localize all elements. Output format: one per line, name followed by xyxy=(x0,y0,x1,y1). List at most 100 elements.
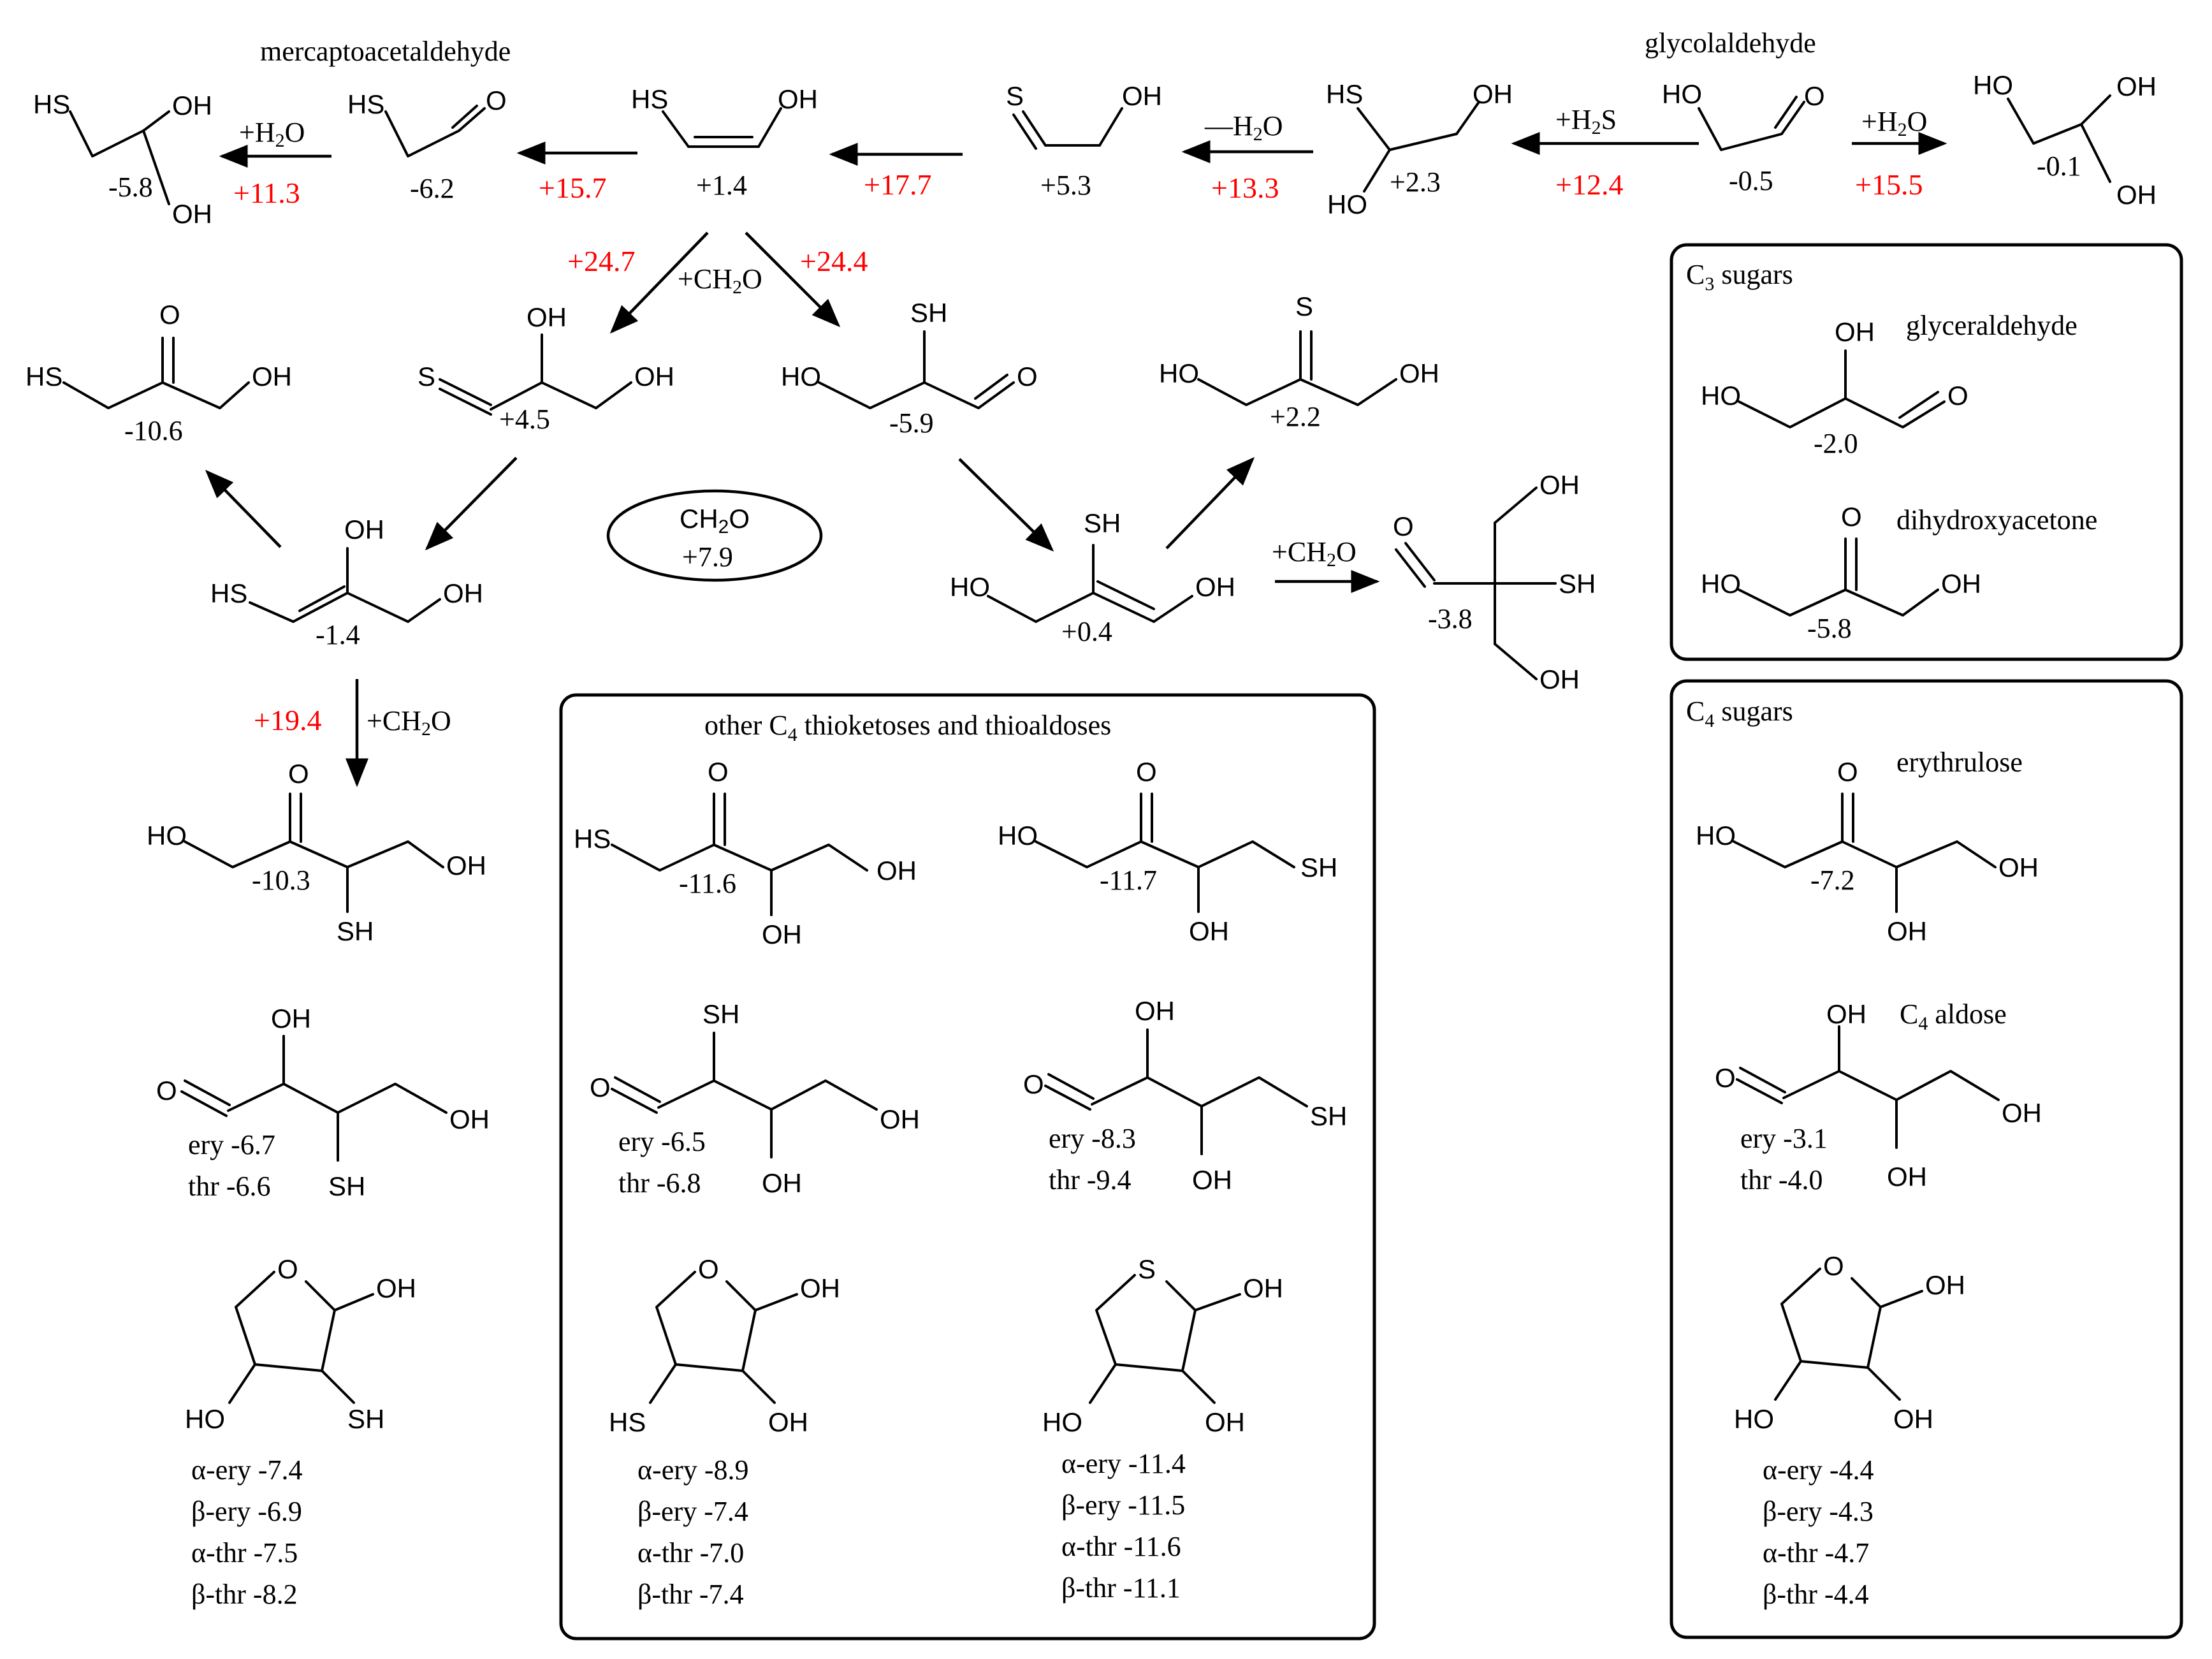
barrier-aldol-left: +24.7 xyxy=(567,245,635,277)
energy-thioaldehyde-c3: +4.5 xyxy=(499,404,550,435)
svg-text:OH: OH xyxy=(1539,664,1580,694)
anomer-c4-3: α-thr -4.7 xyxy=(1763,1537,1869,1568)
svg-text:OH: OH xyxy=(1826,999,1866,1029)
svg-text:HO: HO xyxy=(1701,381,1741,411)
svg-text:HS: HS xyxy=(609,1407,646,1437)
molecule-mid-aldose-2: O OH SH OH xyxy=(1023,996,1347,1195)
name-glyceraldehyde: glyceraldehyde xyxy=(1906,310,2077,341)
barrier-tautomer-thio: +17.7 xyxy=(864,168,931,201)
svg-text:OH: OH xyxy=(1243,1273,1283,1303)
svg-text:HO: HO xyxy=(950,572,990,602)
svg-text:SH: SH xyxy=(347,1404,384,1434)
barrier-aldol-right: +24.4 xyxy=(800,245,868,277)
molecule-dihydroxyacetone: HO O OH -5.8 xyxy=(1701,502,1981,644)
svg-text:OH: OH xyxy=(527,302,567,332)
molecule-c4-ring: O OH HO OH xyxy=(1734,1251,1965,1434)
molecule-glycol-hydrate: HO OH OH -0.1 xyxy=(1973,70,2157,210)
anomer-c4-4: β-thr -4.4 xyxy=(1763,1579,1869,1610)
stereo-mid-aldose-1-thr: thr -6.8 xyxy=(618,1167,701,1199)
svg-text:OH: OH xyxy=(800,1273,840,1303)
molecule-thioglycolaldehyde: S OH +5.3 xyxy=(1006,81,1162,201)
stereo-mid-aldose-2-ery: ery -8.3 xyxy=(1049,1123,1136,1154)
svg-text:OH: OH xyxy=(446,851,486,881)
svg-text:OH: OH xyxy=(252,362,292,391)
molecule-mercaptoacetaldehyde: HS O -6.2 xyxy=(347,85,507,204)
anomer-mid1-4: β-thr -7.4 xyxy=(637,1579,744,1610)
c4-sugars-title: C4 sugars xyxy=(1686,696,1793,731)
anomer-left-4: β-thr -8.2 xyxy=(191,1579,298,1610)
molecule-enol-c3: HS OH OH -1.4 xyxy=(210,515,483,650)
svg-text:SH: SH xyxy=(1310,1101,1347,1131)
svg-text:OH: OH xyxy=(1473,79,1513,109)
molecule-glycolaldehyde: HO O -0.5 xyxy=(1662,79,1825,196)
svg-text:HO: HO xyxy=(1734,1404,1774,1434)
svg-text:OH: OH xyxy=(1192,1165,1232,1195)
svg-text:O: O xyxy=(708,757,729,787)
stereo-mid-aldose-2-thr: thr -9.4 xyxy=(1049,1164,1131,1195)
anomer-mid1-1: α-ery -8.9 xyxy=(637,1454,749,1486)
energy-other-k2: -11.7 xyxy=(1100,865,1157,896)
svg-text:SH: SH xyxy=(1300,852,1337,882)
stereo-c4-aldose-ery: ery -3.1 xyxy=(1740,1123,1828,1154)
stereo-left-aldose-ery: ery -6.7 xyxy=(188,1129,275,1160)
svg-text:OH: OH xyxy=(172,199,212,229)
anomer-c4-2: β-ery -4.3 xyxy=(1763,1496,1874,1527)
anomer-mid1-2: β-ery -7.4 xyxy=(637,1496,748,1527)
arrow-aldol-left xyxy=(609,231,709,334)
svg-text:OH: OH xyxy=(778,84,818,114)
svg-text:OH: OH xyxy=(271,1004,311,1034)
reagent-plus-h2s: +H2S xyxy=(1555,104,1617,138)
svg-text:O: O xyxy=(1823,1251,1844,1281)
svg-text:HO: HO xyxy=(185,1404,225,1434)
energy-thio-glyceraldehyde: -5.9 xyxy=(889,407,934,439)
reagent-plus-ch2o-3: +CH2O xyxy=(367,705,451,740)
svg-text:OH: OH xyxy=(1539,470,1580,500)
anomer-mid2-2: β-ery -11.5 xyxy=(1061,1489,1185,1521)
reagent-plus-ch2o-2: +CH2O xyxy=(1272,536,1357,571)
svg-text:HO: HO xyxy=(1042,1407,1082,1437)
molecule-c4-aldose: O OH OH OH xyxy=(1715,999,2042,1192)
energy-enediol-c3: +0.4 xyxy=(1061,616,1112,647)
svg-text:O: O xyxy=(1136,757,1157,787)
svg-text:HS: HS xyxy=(1326,79,1363,109)
barrier-hydration-glycol: +15.5 xyxy=(1855,168,1923,201)
svg-text:O: O xyxy=(159,300,180,330)
molecule-glyceraldehyde: HO OH O -2.0 xyxy=(1701,317,1968,459)
arrow-aldol-right xyxy=(745,231,841,328)
energy-mercapto-hydrate: -5.8 xyxy=(108,172,153,203)
molecule-other-k1: HS O OH OH -11.6 xyxy=(574,757,917,949)
energy-glycolaldehyde: -0.5 xyxy=(1729,165,1773,196)
svg-text:OH: OH xyxy=(449,1104,490,1134)
name-erythrulose: erythrulose xyxy=(1896,747,2023,778)
svg-text:O: O xyxy=(288,759,309,789)
name-glycolaldehyde: glycolaldehyde xyxy=(1645,27,1816,59)
reagent-plus-ch2o-1: +CH2O xyxy=(678,263,762,298)
svg-text:O: O xyxy=(486,85,507,115)
svg-text:S: S xyxy=(1295,291,1313,321)
svg-text:S: S xyxy=(1006,81,1024,111)
svg-text:HO: HO xyxy=(1159,358,1199,388)
molecule-gem-thiol: HS HO OH +2.3 xyxy=(1326,79,1513,219)
svg-text:O: O xyxy=(1017,362,1038,391)
svg-text:HO: HO xyxy=(998,821,1038,851)
svg-text:OH: OH xyxy=(762,919,802,949)
energy-erythrulose: -7.2 xyxy=(1810,865,1855,896)
molecule-erythrulose: HO O OH OH -7.2 xyxy=(1696,757,2039,946)
svg-text:HS: HS xyxy=(347,89,384,119)
molecule-enediol-thiol: HS OH +1.4 xyxy=(631,84,818,201)
molecule-mid-aldose-1: O SH OH OH xyxy=(590,999,920,1198)
arrow-to-thioketose-a xyxy=(205,469,282,548)
svg-text:OH: OH xyxy=(1205,1407,1245,1437)
barrier-h2s-addition: +12.4 xyxy=(1555,168,1623,201)
anomer-left-1: α-ery -7.4 xyxy=(191,1454,303,1486)
molecule-thioketose-a: HS O OH -10.6 xyxy=(25,300,292,446)
svg-text:OH: OH xyxy=(1893,1404,1933,1434)
svg-text:HO: HO xyxy=(1973,70,2013,100)
molecule-thio-glyceraldehyde: HO SH O -5.9 xyxy=(781,298,1038,439)
svg-text:HO: HO xyxy=(147,821,187,851)
reagent-plus-h2o-1: +H2O xyxy=(239,117,305,151)
svg-text:SH: SH xyxy=(1559,569,1596,599)
svg-text:HO: HO xyxy=(1696,821,1736,851)
energy-enediol-thiol: +1.4 xyxy=(696,170,747,201)
